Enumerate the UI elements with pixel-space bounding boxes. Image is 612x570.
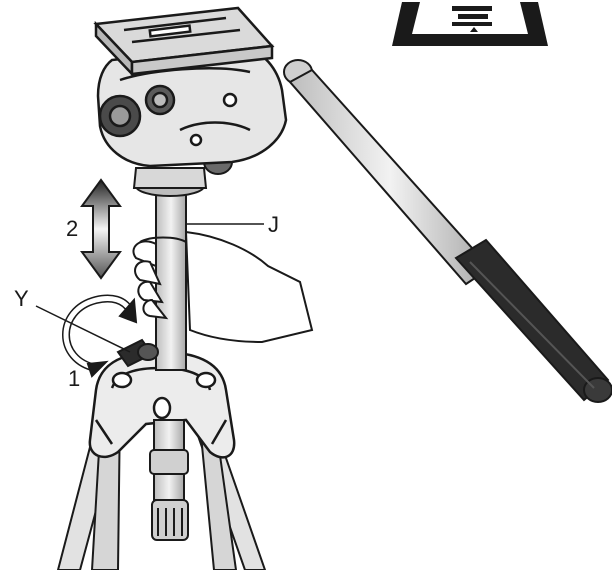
column-lock-lever bbox=[116, 338, 159, 368]
leader-lines bbox=[35, 223, 264, 353]
rotate-arrow-icon bbox=[62, 294, 138, 378]
label-j: J bbox=[268, 212, 279, 237]
pan-handle bbox=[283, 59, 612, 403]
lower-column bbox=[149, 419, 189, 541]
warning-sign-icon bbox=[392, 2, 548, 46]
fluid-head bbox=[96, 44, 288, 168]
leader-line-y bbox=[35, 305, 131, 353]
hand-illustration bbox=[132, 230, 314, 344]
camera-plate bbox=[93, 6, 275, 78]
label-step-2: 2 bbox=[66, 216, 78, 241]
label-y: Y bbox=[14, 286, 29, 311]
raise-lower-arrow-icon bbox=[80, 178, 122, 280]
label-step-1: 1 bbox=[68, 366, 80, 391]
center-column bbox=[155, 189, 187, 371]
